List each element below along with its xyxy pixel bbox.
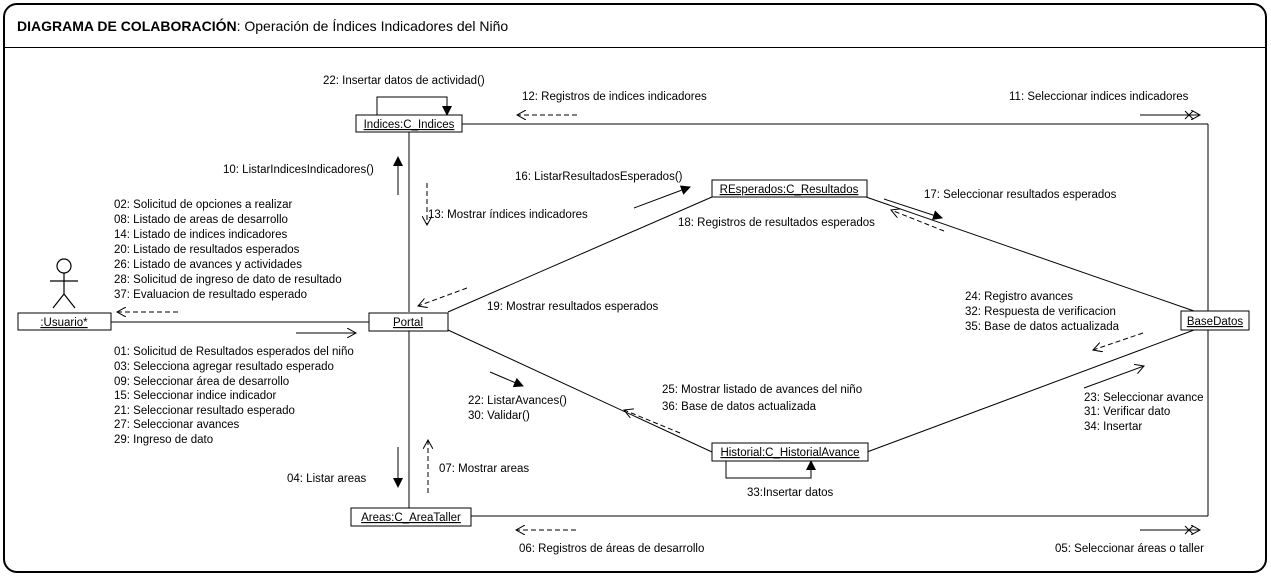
title-rest: : Operación de Índices Indicadores del N…: [236, 18, 509, 34]
title-bold: DIAGRAMA DE COLABORACIÓN: [17, 18, 237, 34]
diagram-frame: DIAGRAMA DE COLABORACIÓN: Operación de Í…: [3, 3, 1267, 573]
box-portal[interactable]: [368, 312, 449, 332]
links: [111, 96, 1209, 517]
msg-22-listar: 22: ListarAvances(): [468, 395, 567, 407]
destroy-marks: [1184, 110, 1194, 535]
object-areas-label: Areas:C_AreaTaller: [361, 512, 461, 524]
object-resultados-label: REsperados:C_Resultados: [720, 184, 859, 196]
box-areas[interactable]: [350, 507, 472, 527]
msg-12: 12: Registros de indices indicadores: [522, 91, 707, 103]
from-user-msg: 09: Seleccionar área de desarrollo: [114, 376, 289, 388]
msg-18: 18: Registros de resultados esperados: [678, 217, 875, 229]
from-user-msg: 29: Ingreso de dato: [114, 434, 213, 446]
to-user-msg: 26: Listado de avances y actividades: [114, 259, 302, 271]
from-user-msg: 03: Selecciona agregar resultado esperad…: [114, 361, 334, 373]
msg-05: 05: Seleccionar áreas o taller: [1055, 543, 1204, 555]
msg-11: 11: Seleccionar indices indicadores: [1009, 91, 1189, 103]
from-user-messages: 01: Solicitud de Resultados esperados de…: [114, 346, 354, 446]
message-arrows: [117, 115, 1200, 530]
message-labels: 22: Insertar datos de actividad() 12: Re…: [223, 75, 1204, 555]
msg-24: 24: Registro avances: [965, 291, 1073, 303]
arrow-m24: [1093, 332, 1144, 350]
link-portal-resultados: [447, 196, 713, 313]
msg-10: 10: ListarIndicesIndicadores(): [223, 164, 374, 176]
arrow-m16: [633, 185, 691, 209]
msg-34: 34: Insertar: [1084, 421, 1142, 433]
arrow-m25: [624, 410, 681, 434]
msg-22-insertar: 22: Insertar datos de actividad(): [323, 75, 485, 87]
msg-06: 06: Registros de áreas de desarrollo: [519, 543, 704, 555]
msg-33: 33:Insertar datos: [747, 487, 834, 499]
from-user-msg: 01: Solicitud de Resultados esperados de…: [114, 346, 354, 358]
to-user-msg: 08: Listado de areas de desarrollo: [114, 214, 288, 226]
object-basedatos-label: BaseDatos: [1187, 316, 1244, 328]
from-user-msg: 27: Seleccionar avances: [114, 419, 240, 431]
box-usuario[interactable]: [17, 312, 112, 331]
to-user-msg: 02: Solicitud de opciones a realizar: [114, 199, 293, 211]
msg-25: 25: Mostrar listado de avances del niño: [662, 384, 862, 396]
msg-23: 23: Seleccionar avance: [1084, 392, 1204, 404]
from-user-msg: 15: Seleccionar indice indicador: [114, 390, 277, 402]
box-resultados[interactable]: [711, 179, 868, 198]
arrow-m22-listar: [489, 371, 524, 388]
to-user-msg: 28: Solicitud de ingreso de dato de resu…: [114, 274, 342, 286]
box-basedatos[interactable]: [1180, 310, 1250, 331]
arrow-m18: [891, 210, 945, 232]
msg-16: 16: ListarResultadosEsperados(): [515, 171, 683, 183]
arrow-m19: [418, 287, 468, 306]
msg-17: 17: Seleccionar resultados esperados: [924, 189, 1117, 201]
msg-32: 32: Respuesta de verificacion: [965, 306, 1116, 318]
box-historial[interactable]: [711, 442, 869, 462]
self-loop-indices: [376, 96, 452, 116]
msg-07: 07: Mostrar areas: [439, 463, 529, 475]
msg-31: 31: Verificar dato: [1084, 406, 1170, 418]
msg-13: 13: Mostrar índices indicadores: [428, 209, 588, 221]
to-user-msg: 20: Listado de resultados esperados: [114, 244, 300, 256]
link-portal-historial: [447, 329, 713, 453]
title-bar: DIAGRAMA DE COLABORACIÓN: Operación de Í…: [5, 5, 1265, 48]
object-usuario-label: :Usuario*: [40, 317, 88, 329]
to-user-messages: 02: Solicitud de opciones a realizar 08:…: [114, 199, 342, 301]
box-indices[interactable]: [355, 114, 463, 133]
actor-icon: [50, 258, 78, 309]
object-portal-label: Portal: [393, 317, 423, 329]
link-historial-basedatos: [866, 329, 1195, 453]
msg-30: 30: Validar(): [468, 410, 530, 422]
msg-36: 36: Base de datos actualizada: [662, 401, 817, 413]
msg-04: 04: Listar areas: [287, 473, 367, 485]
diagram-title: DIAGRAMA DE COLABORACIÓN: Operación de Í…: [17, 18, 508, 34]
from-user-msg: 21: Seleccionar resultado esperado: [114, 405, 295, 417]
object-indices-label: Indices:C_Indices: [364, 119, 455, 131]
link-resultados-basedatos: [865, 196, 1195, 312]
object-historial-label: Historial:C_HistorialAvance: [720, 447, 859, 459]
to-user-msg: 14: Listado de indices indicadores: [114, 229, 288, 241]
arrow-m23: [1083, 366, 1144, 389]
object-labels: Indices:C_Indices REsperados:C_Resultado…: [40, 119, 1243, 524]
msg-35: 35: Base de datos actualizada: [965, 321, 1120, 333]
arrow-m17: [883, 198, 943, 220]
msg-19: 19: Mostrar resultados esperados: [487, 301, 659, 313]
self-loop-historial: [725, 460, 816, 479]
object-boxes: [17, 114, 1250, 527]
to-user-msg: 37: Evaluacion de resultado esperado: [114, 289, 307, 301]
